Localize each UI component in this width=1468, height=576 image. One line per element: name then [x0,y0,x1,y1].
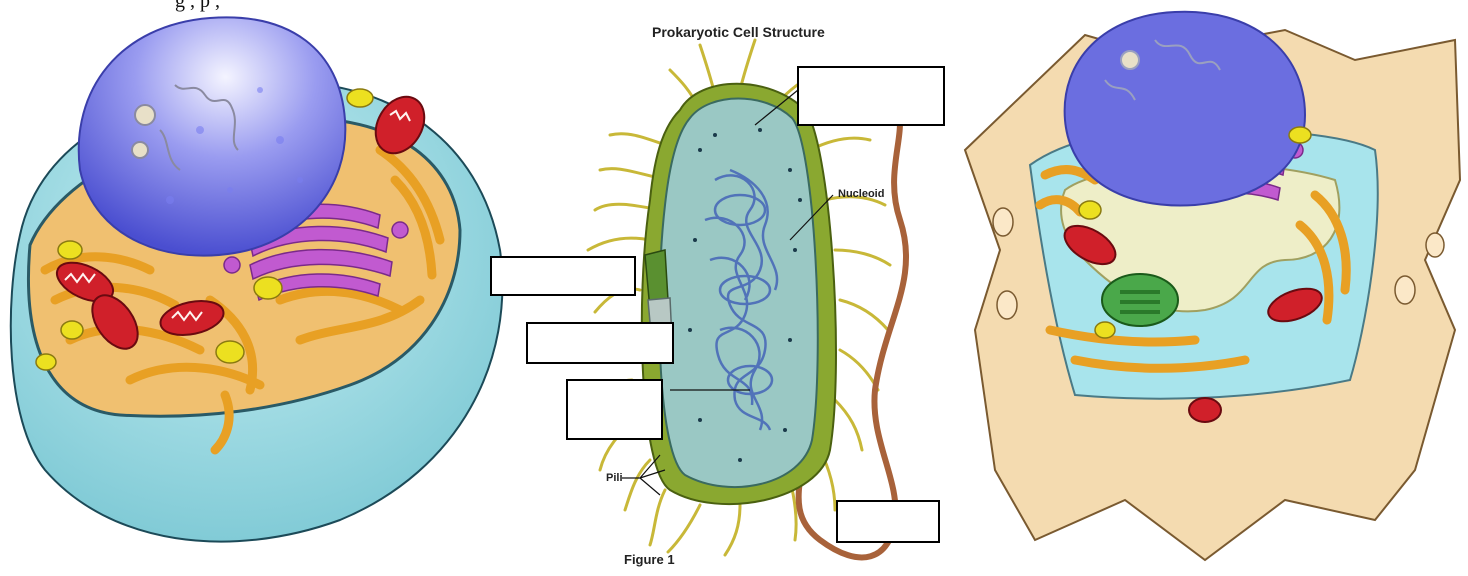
blank-label-box[interactable] [526,322,674,364]
figure-caption: Figure 1 [624,552,675,567]
blank-label-box[interactable] [797,66,945,126]
blank-label-box[interactable] [836,500,940,543]
plant-nucleus [1065,12,1305,206]
blank-label-box[interactable] [490,256,636,296]
plant-cell-illustration [955,0,1468,576]
prokaryote-title: Prokaryotic Cell Structure [652,24,825,40]
nucleus [79,17,346,255]
blank-label-box[interactable] [566,379,663,440]
animal-cell-illustration [0,0,520,576]
cell-cytoplasm [659,99,817,488]
pili-label: Pili [606,472,623,484]
nucleoid-label: Nucleoid [838,188,884,200]
